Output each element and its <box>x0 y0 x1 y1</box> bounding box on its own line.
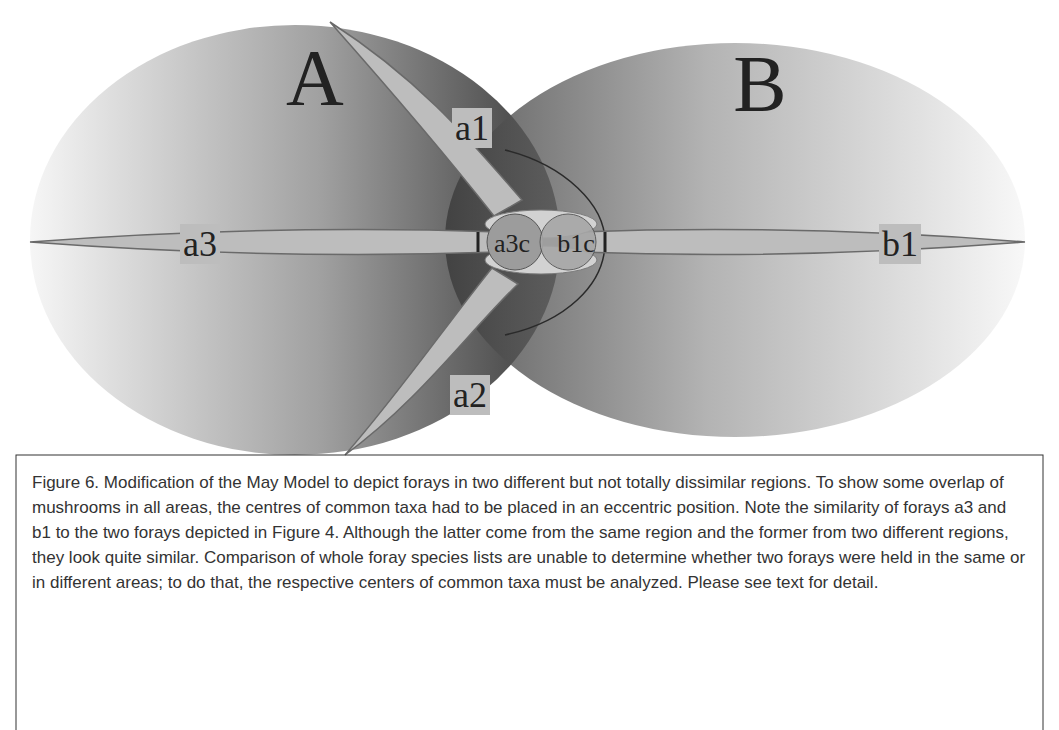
caption-frame <box>16 455 1043 730</box>
node-label: b1 <box>879 224 921 264</box>
foray-petal <box>330 22 522 216</box>
region-ellipse: Bb1c b1 <box>445 43 1025 437</box>
foray-petal: a2 <box>450 375 490 415</box>
region-ellipse: Aa1 a3 a3c a2 <box>30 25 560 455</box>
common-taxa-circle <box>540 214 596 270</box>
node-label: B <box>733 44 786 124</box>
node-label: a3c <box>494 231 531 257</box>
region-ellipse <box>30 25 560 455</box>
node-label: b1c <box>557 231 595 257</box>
foray-petal: b1 <box>879 224 921 264</box>
node-label: A <box>286 38 344 118</box>
node-label: a3 <box>180 224 220 264</box>
common-taxa-circle <box>487 214 543 270</box>
foray-petal: a1 <box>452 108 492 148</box>
common-taxa-circle: a3c <box>494 231 531 257</box>
node-label: a1 <box>452 108 492 148</box>
region-ellipse <box>445 43 1025 437</box>
foray-petal <box>578 230 1025 255</box>
foray-petal <box>30 230 500 255</box>
foray-petal <box>345 268 518 455</box>
node-label: a2 <box>450 375 490 415</box>
common-taxa-circle: b1c <box>557 231 595 257</box>
figure-caption: Figure 6. Modification of the May Model … <box>32 470 1027 595</box>
foray-petal: a3 <box>180 224 220 264</box>
